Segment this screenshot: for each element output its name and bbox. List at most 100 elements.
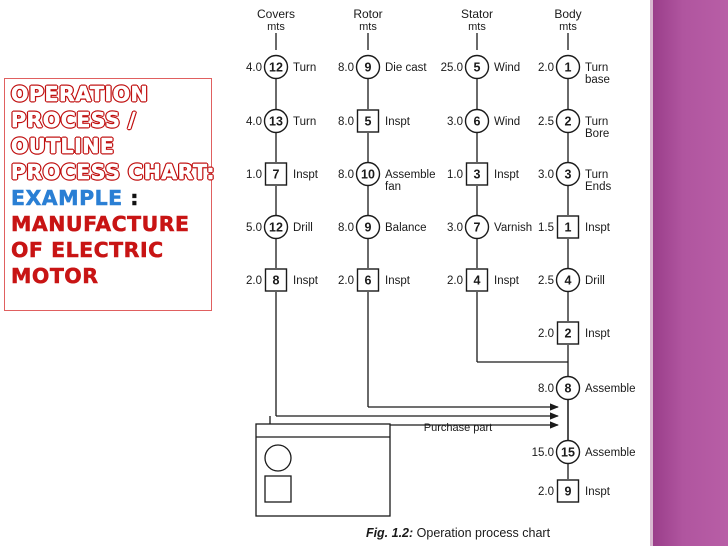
operation-circle <box>555 375 581 401</box>
step-number: 3 <box>565 168 572 182</box>
inspection-square <box>264 162 288 186</box>
step-label: Drill <box>293 222 313 234</box>
step-number: 5 <box>474 61 481 75</box>
step-label: Wind <box>494 62 520 74</box>
step-time: 8.0 <box>538 383 554 395</box>
title-example-colon: : <box>122 186 140 211</box>
step-time: 4.0 <box>246 116 262 128</box>
step-time: 3.0 <box>538 169 554 181</box>
step-label: fan <box>385 181 401 193</box>
step-number: 2 <box>565 327 572 341</box>
step-number: 3 <box>474 168 481 182</box>
step-label: Assemble <box>585 383 636 395</box>
step-time: 2.0 <box>538 62 554 74</box>
step-time: 2.5 <box>538 116 554 128</box>
inspection-square <box>556 215 580 239</box>
inspection-square <box>465 162 489 186</box>
title-line-operation: OPERATION <box>11 82 149 107</box>
title-line-process-chart: PROCESS CHART: <box>11 160 216 185</box>
step-label: Assemble <box>585 447 636 459</box>
operation-circle <box>355 161 381 187</box>
step-number: 1 <box>565 221 572 235</box>
inspection-square <box>356 109 380 133</box>
operation-circle <box>263 214 289 240</box>
column-unit: mts <box>267 21 285 33</box>
column-unit: mts <box>359 21 377 33</box>
step-number: 12 <box>269 61 283 75</box>
title-line-process: PROCESS / <box>11 108 137 133</box>
step-time: 5.0 <box>246 222 262 234</box>
operation-circle <box>555 54 581 80</box>
step-number: 4 <box>565 274 572 288</box>
step-label: Inspt <box>385 116 411 128</box>
column-header: Body <box>554 7 581 21</box>
operation-circle <box>355 54 381 80</box>
step-number: 8 <box>273 274 280 288</box>
figure-caption-text: Operation process chart <box>413 526 550 540</box>
step-label: Die cast <box>385 62 427 74</box>
step-label: base <box>585 74 610 86</box>
step-number: 12 <box>269 221 283 235</box>
operation-circle <box>464 108 490 134</box>
operation-circle <box>555 439 581 465</box>
step-number: 6 <box>365 274 372 288</box>
operation-circle <box>263 108 289 134</box>
step-label: Inspt <box>385 275 411 287</box>
step-label: Inspt <box>494 275 520 287</box>
step-number: 9 <box>365 221 372 235</box>
column-unit: mts <box>559 21 577 33</box>
step-label: Inspt <box>293 169 319 181</box>
step-label: Inspt <box>585 486 611 498</box>
step-label: Wind <box>494 116 520 128</box>
operation-circle <box>555 267 581 293</box>
column-header: Rotor <box>353 7 382 21</box>
column-header: Stator <box>461 7 493 21</box>
side-stripe <box>653 0 728 546</box>
step-label: Turn <box>585 116 608 128</box>
step-number: 9 <box>565 485 572 499</box>
figure-caption-number: Fig. 1.2: <box>366 526 413 540</box>
step-label: Inspt <box>585 222 611 234</box>
step-time: 8.0 <box>338 116 354 128</box>
legend-operation-circle <box>264 444 292 472</box>
step-label: Drill <box>585 275 605 287</box>
title-line-outline: OUTLINE <box>11 134 115 159</box>
title-line-example: EXAMPLE : <box>11 185 207 211</box>
step-time: 2.0 <box>538 328 554 340</box>
step-number: 1 <box>565 61 572 75</box>
operation-circle <box>464 54 490 80</box>
column-header: Covers <box>257 7 295 21</box>
step-number: 9 <box>365 61 372 75</box>
step-number: 2 <box>565 115 572 129</box>
title-line-motor: MOTOR <box>11 264 99 289</box>
title-line-of-electric: OF ELECTRIC <box>11 238 164 263</box>
purchase-part-label: Purchase part <box>424 422 492 434</box>
step-time: 15.0 <box>532 447 554 459</box>
step-number: 10 <box>361 168 375 182</box>
step-number: 15 <box>561 446 575 460</box>
side-stripe-edge <box>650 0 653 546</box>
inspection-square <box>556 479 580 503</box>
step-time: 2.0 <box>338 275 354 287</box>
title-line-manufacture: MANUFACTURE <box>11 212 190 237</box>
step-time: 8.0 <box>338 62 354 74</box>
step-label: Inspt <box>494 169 520 181</box>
inspection-square <box>264 268 288 292</box>
step-label: Varnish <box>494 222 532 234</box>
title-example-word: EXAMPLE <box>11 186 123 211</box>
step-number: 13 <box>269 115 283 129</box>
step-time: 1.0 <box>447 169 463 181</box>
step-time: 25.0 <box>441 62 463 74</box>
step-label: Ends <box>585 181 611 193</box>
step-time: 2.0 <box>246 275 262 287</box>
step-time: 1.0 <box>246 169 262 181</box>
step-number: 4 <box>474 274 481 288</box>
step-time: 8.0 <box>338 169 354 181</box>
operation-circle <box>355 214 381 240</box>
step-label: Turn <box>585 62 608 74</box>
step-time: 1.5 <box>538 222 554 234</box>
step-label: Turn <box>585 169 608 181</box>
step-time: 2.0 <box>538 486 554 498</box>
step-time: 3.0 <box>447 222 463 234</box>
